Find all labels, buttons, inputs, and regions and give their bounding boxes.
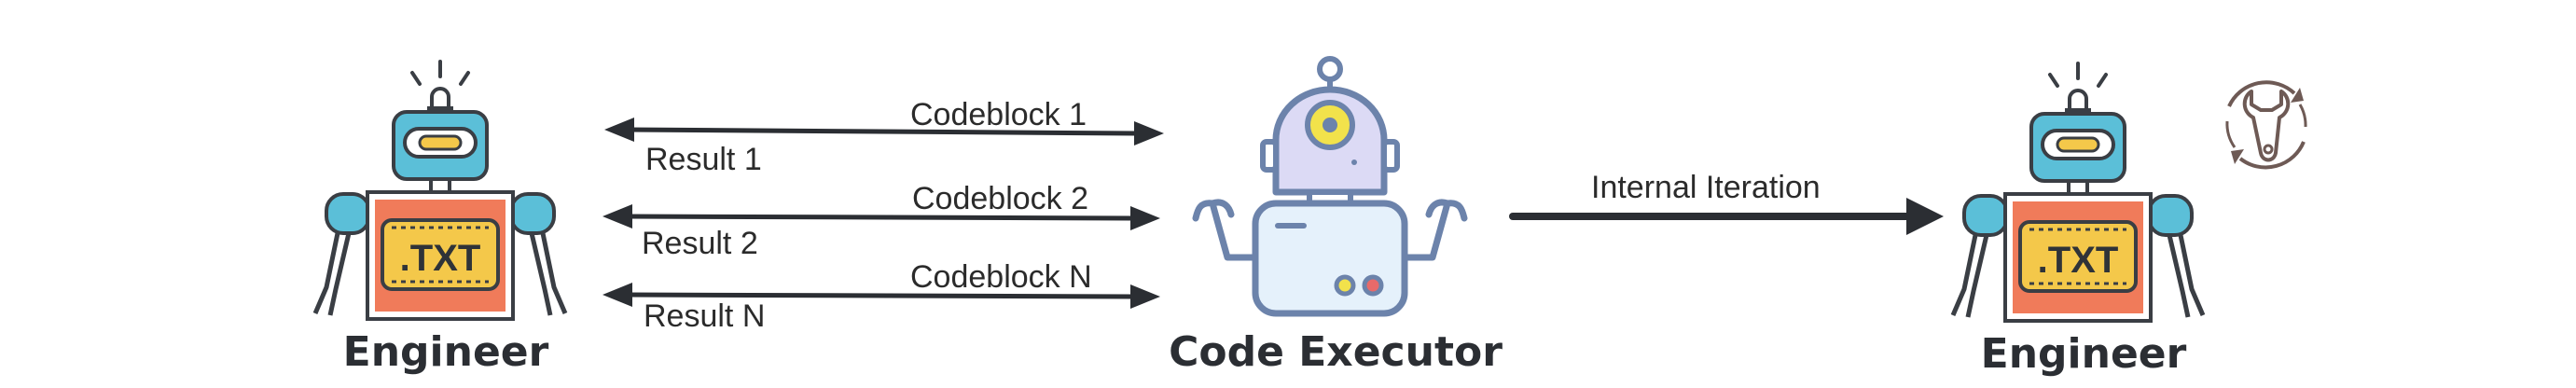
code-executor-node: Code Executor [1169, 59, 1503, 376]
edge-codeblock-1: Codeblock 1 Result 1 [604, 97, 1164, 177]
arrowhead-right [1130, 206, 1160, 230]
edge-codeblock-2: Codeblock 2 Result 2 [602, 181, 1160, 261]
arrowhead-left [602, 283, 632, 307]
edge-codeblock-n: Codeblock N Result N [602, 259, 1160, 334]
robot-engineer-icon: .TXT [1953, 63, 2203, 321]
result-1-label: Result 1 [645, 142, 762, 177]
result-n-label: Result N [644, 298, 765, 334]
arrowhead-right [1906, 198, 1944, 235]
code-executor-title: Code Executor [1169, 328, 1503, 376]
engineer-chip-label: .TXT [400, 238, 481, 279]
robot-executor-icon [1196, 59, 1464, 313]
edge-internal-iteration: Internal Iteration [1509, 170, 1944, 235]
engineer-chip-label: .TXT [2038, 240, 2119, 281]
result-2-label: Result 2 [642, 226, 758, 261]
robot-engineer-icon: .TXT [315, 62, 565, 319]
arrowhead-right [1130, 284, 1160, 309]
engineer-node-left: .TXT Engineer [315, 62, 565, 376]
codeblock-1-label: Codeblock 1 [910, 97, 1087, 132]
arrowhead-left [604, 118, 634, 142]
codeblock-n-label: Codeblock N [910, 259, 1092, 295]
engineer-left-title: Engineer [343, 328, 549, 376]
engineer-node-right: .TXT Engineer [1953, 63, 2203, 378]
wrench-cycle-icon [2225, 80, 2307, 170]
arrowhead-right [1134, 121, 1164, 146]
codeblock-2-label: Codeblock 2 [912, 181, 1088, 216]
engineer-right-title: Engineer [1981, 330, 2187, 378]
internal-iteration-label: Internal Iteration [1591, 170, 1821, 205]
arrowhead-left [602, 204, 632, 229]
